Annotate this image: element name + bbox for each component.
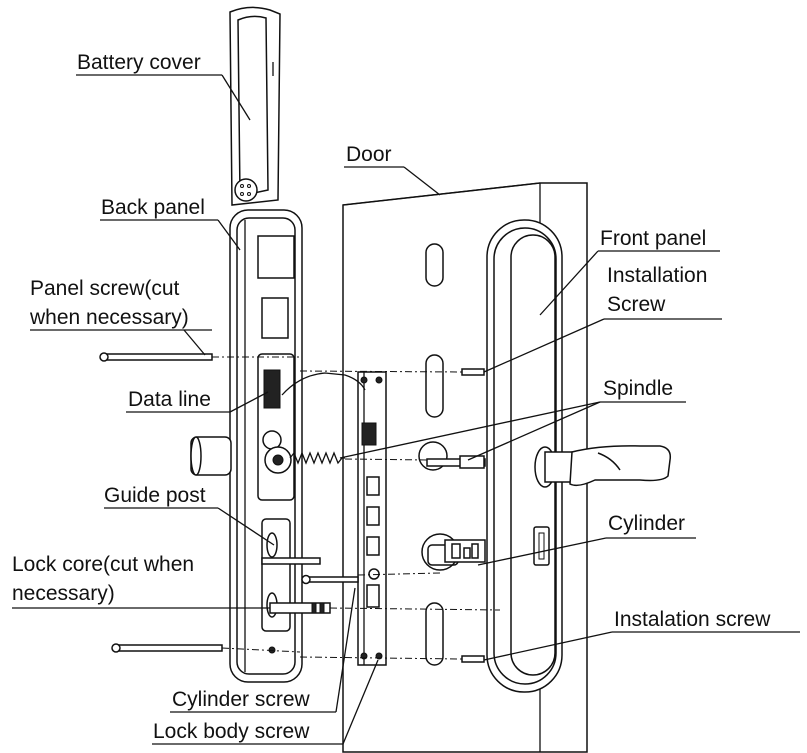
front-handle	[534, 445, 672, 488]
installation-screw-label-line1: Installation	[607, 264, 707, 287]
guide-post	[261, 557, 321, 565]
panel-screw-lower	[111, 643, 223, 653]
guide-post-label: Guide post	[104, 484, 206, 507]
back-panel-label: Back panel	[101, 196, 205, 219]
battery-cover	[229, 6, 281, 206]
spindle	[426, 455, 486, 469]
back-handle	[190, 436, 232, 476]
cylinder-screw	[301, 574, 359, 585]
alignment-lines	[212, 356, 501, 660]
spindle-label: Spindle	[603, 377, 673, 400]
battery-cover-label: Battery cover	[77, 51, 201, 74]
instalation-screw-label: Instalation screw	[614, 608, 771, 631]
lock-core	[269, 602, 331, 614]
data-line-label: Data line	[128, 388, 211, 411]
data-line-cable	[281, 372, 366, 396]
spring	[289, 451, 345, 465]
cylinder-screw-label: Cylinder screw	[172, 688, 311, 711]
lock-core-label-line1: Lock core(cut when	[12, 553, 194, 576]
installation-screw-label-line2: Screw	[607, 293, 666, 316]
lock-core-label-line2: necessary)	[12, 582, 115, 605]
panel-screw-label-line1: Panel screw(cut	[30, 277, 180, 300]
panel-screw	[99, 352, 213, 362]
front-panel-label: Front panel	[600, 227, 706, 250]
lock-body-screw-label: Lock body screw	[153, 720, 310, 743]
leader-lines	[12, 74, 800, 745]
cylinder	[444, 539, 486, 563]
panel-screw-label-line2: when necessary)	[29, 306, 189, 329]
door-label: Door	[346, 143, 392, 166]
lock-body	[357, 371, 387, 666]
cylinder-label: Cylinder	[608, 512, 685, 535]
